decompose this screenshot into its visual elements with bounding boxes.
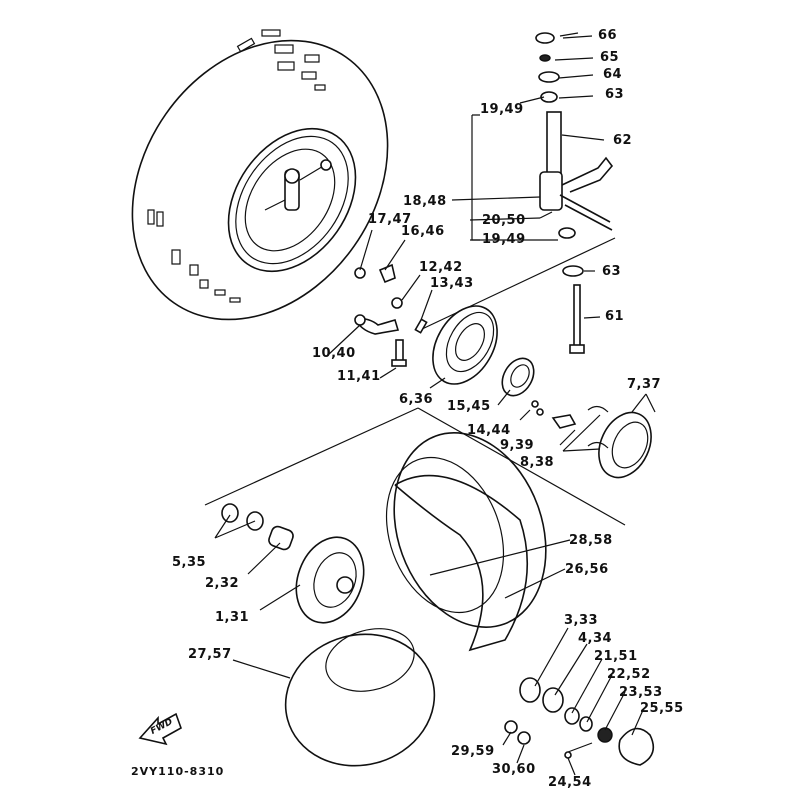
label-part-1-31: 1,31: [215, 610, 250, 625]
drawing-code: 2VY110-8310: [131, 765, 225, 778]
label-part-19-49-lower: 19,49: [482, 232, 526, 247]
label-part-25-55: 25,55: [640, 701, 684, 716]
label-part-14-44: 14,44: [467, 423, 511, 438]
label-part-62: 62: [613, 133, 633, 148]
label-part-22-52: 22,52: [607, 667, 651, 682]
label-part-24-54: 24,54: [548, 775, 592, 790]
label-part-4-34: 4,34: [578, 631, 613, 646]
label-part-63-upper: 63: [605, 87, 625, 102]
label-part-20-50: 20,50: [482, 213, 526, 228]
label-part-26-56: 26,56: [565, 562, 609, 577]
label-part-13-43: 13,43: [430, 276, 474, 291]
label-part-8-38: 8,38: [520, 455, 555, 470]
label-part-61: 61: [605, 309, 625, 324]
label-part-63-lower: 63: [602, 264, 622, 279]
knuckle-assembly-illustration: [419, 32, 616, 354]
label-part-29-59: 29,59: [451, 744, 495, 759]
label-part-65: 65: [600, 50, 620, 65]
label-part-7-37: 7,37: [627, 377, 662, 392]
label-part-18-48: 18,48: [403, 194, 447, 209]
label-part-23-53: 23,53: [619, 685, 663, 700]
label-part-21-51: 21,51: [594, 649, 638, 664]
label-part-9-39: 9,39: [500, 438, 535, 453]
label-part-2-32: 2,32: [205, 576, 240, 591]
label-part-19-49-upper: 19,49: [480, 102, 524, 117]
label-part-64: 64: [603, 67, 623, 82]
label-part-28-58: 28,58: [569, 533, 613, 548]
brake-parts-illustration: [204, 263, 656, 526]
label-part-3-33: 3,33: [564, 613, 599, 628]
assembled-wheel-illustration: [131, 29, 389, 321]
rim-halves-illustration: [221, 432, 655, 767]
label-part-17-47: 17,47: [368, 212, 412, 227]
label-part-12-42: 12,42: [419, 260, 463, 275]
label-part-15-45: 15,45: [447, 399, 491, 414]
label-part-66: 66: [598, 28, 618, 43]
label-part-16-46: 16,46: [401, 224, 445, 239]
fwd-arrow-icon: [138, 712, 182, 746]
label-part-5-35: 5,35: [172, 555, 207, 570]
label-part-30-60: 30,60: [492, 762, 536, 777]
leader-lines: [214, 229, 644, 776]
label-part-27-57: 27,57: [188, 647, 232, 662]
label-part-11-41: 11,41: [337, 369, 381, 384]
label-part-10-40: 10,40: [312, 346, 356, 361]
label-part-6-36: 6,36: [399, 392, 434, 407]
